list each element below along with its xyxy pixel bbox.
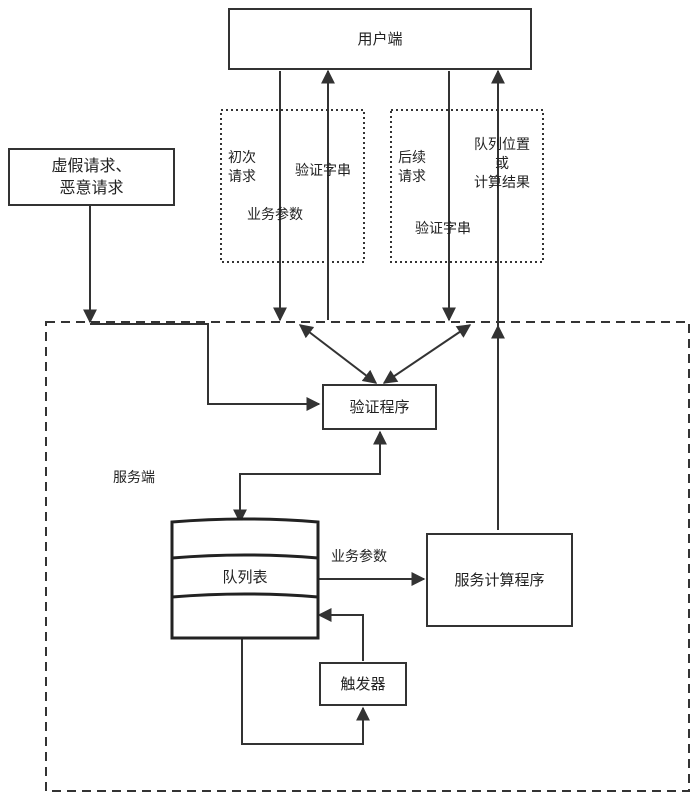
followup-request-label: 后续 请求 — [398, 149, 426, 187]
verify-string-2-label: 验证字串 — [415, 220, 471, 239]
compute-box: 服务计算程序 — [426, 533, 573, 627]
client-box: 用户端 — [228, 8, 532, 70]
compute-label: 服务计算程序 — [454, 570, 544, 590]
business-params-top-label: 业务参数 — [247, 206, 303, 225]
client-label: 用户端 — [357, 29, 402, 49]
fake-requests-box: 虚假请求、 恶意请求 — [8, 148, 175, 206]
verifier-box: 验证程序 — [322, 384, 437, 430]
trigger-box: 触发器 — [319, 662, 407, 706]
arrow-trigger-queue — [319, 615, 363, 661]
initial-request-label: 初次 请求 — [228, 149, 256, 187]
verify-string-1-label: 验证字串 — [295, 162, 351, 181]
queue-label: 队列表 — [172, 567, 318, 587]
verifier-label: 验证程序 — [349, 397, 409, 417]
fake-requests-label: 虚假请求、 恶意请求 — [51, 155, 131, 198]
arrow-verifier-queue — [240, 432, 380, 522]
server-label: 服务端 — [113, 469, 155, 488]
trigger-label: 触发器 — [340, 674, 385, 694]
arrow-entry-right-verifier — [384, 325, 470, 383]
arrow-entry-left-verifier — [300, 325, 376, 383]
path-fake-to-verifier — [90, 324, 319, 404]
business-params-mid-label: 业务参数 — [331, 548, 387, 567]
queue-position-result-label: 队列位置 或 计算结果 — [462, 136, 542, 193]
